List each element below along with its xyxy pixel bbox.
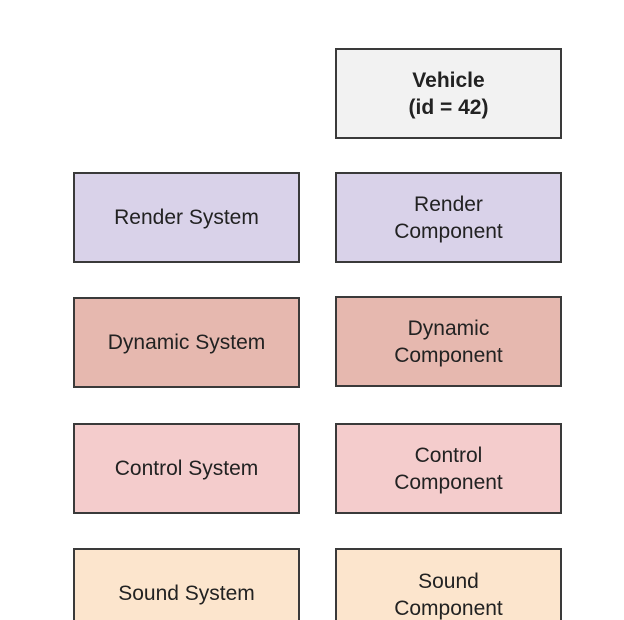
render-component-label-line2: Component xyxy=(394,219,503,243)
render-system-label: Render System xyxy=(114,206,259,229)
dynamic-system-label: Dynamic System xyxy=(107,331,266,354)
control-component-box: Control Component xyxy=(335,423,562,514)
control-component-label-line2: Component xyxy=(394,470,503,494)
dynamic-component-label-line1: Dynamic xyxy=(407,316,490,340)
dynamic-system-box: Dynamic System xyxy=(73,297,300,388)
entity-vehicle-box: Vehicle (id = 42) xyxy=(335,48,562,139)
sound-component-label-line2: Component xyxy=(394,597,503,620)
control-system-box: Control System xyxy=(73,423,300,514)
sound-component-label-line1: Sound xyxy=(418,570,479,593)
dynamic-component-box: Dynamic Component xyxy=(335,296,562,387)
dynamic-component-label-line2: Component xyxy=(394,343,503,367)
sound-component-box: Sound Component xyxy=(335,548,562,620)
render-component-label-line1: Render xyxy=(414,192,483,216)
control-system-label: Control System xyxy=(114,457,259,480)
entity-name: Vehicle xyxy=(412,68,485,92)
sound-system-box: Sound System xyxy=(73,548,300,620)
render-system-box: Render System xyxy=(73,172,300,263)
control-component-label-line1: Control xyxy=(414,443,483,467)
render-component-box: Render Component xyxy=(335,172,562,263)
entity-id: (id = 42) xyxy=(408,95,489,119)
sound-system-label: Sound System xyxy=(118,582,255,605)
